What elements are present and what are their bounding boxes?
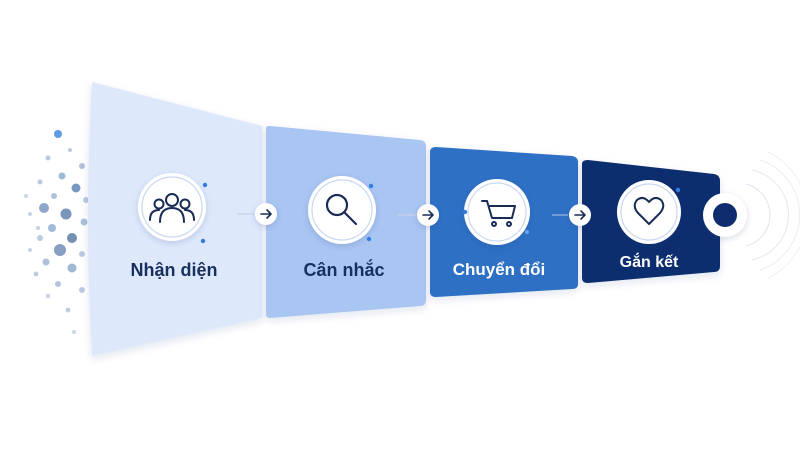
particle-dot [48,224,56,232]
particle-dot [36,226,40,230]
particle-dot [79,163,85,169]
search-icon [325,193,358,226]
stage-label-nhan-dien: Nhận diện [130,260,217,280]
particle-dot [42,258,50,266]
particle-dot [37,179,43,185]
particle-dot [54,130,62,138]
arrow-right-icon [237,203,277,225]
particle-dot [79,251,85,257]
particle-dot [33,271,39,277]
particle-dot [68,148,72,152]
stage-label-can-nhac: Cân nhắc [303,259,384,280]
stage-4-icon-group [617,180,681,244]
particle-dot [28,212,32,216]
particle-dot [60,208,72,220]
arrow-right-icon [398,204,439,226]
stage-1-icon-group [138,173,208,244]
stage-2-icon-group [308,176,376,244]
particle-dot [39,203,49,213]
particle-dot [51,193,57,199]
particle-dot [80,218,88,226]
particle-dot [37,235,43,241]
particle-dot [28,248,32,252]
arrow-connectors [237,203,591,226]
stage-3-icon-group [462,179,530,245]
arrow-right-icon [552,204,591,226]
stage-label-gan-ket: Gắn kết [620,252,679,271]
particle-dot [65,307,71,313]
particle-dot [55,281,61,287]
cart-icon [481,200,516,227]
particle-dot [46,294,50,298]
particle-dot [72,330,76,334]
users-icon [149,193,195,223]
target-icon [703,151,800,279]
stage-label-chuyen-doi: Chuyển đổi [453,260,546,279]
particle-dot [24,194,28,198]
particle-dot [83,197,89,203]
particle-dot [45,155,51,161]
particle-dot [79,287,85,293]
particle-dot [67,263,77,273]
particle-cloud [24,130,92,334]
particle-dot [58,172,66,180]
particle-dot [54,244,66,256]
particle-dot [71,183,81,193]
particle-dot [67,233,77,243]
heart-icon [633,196,665,225]
